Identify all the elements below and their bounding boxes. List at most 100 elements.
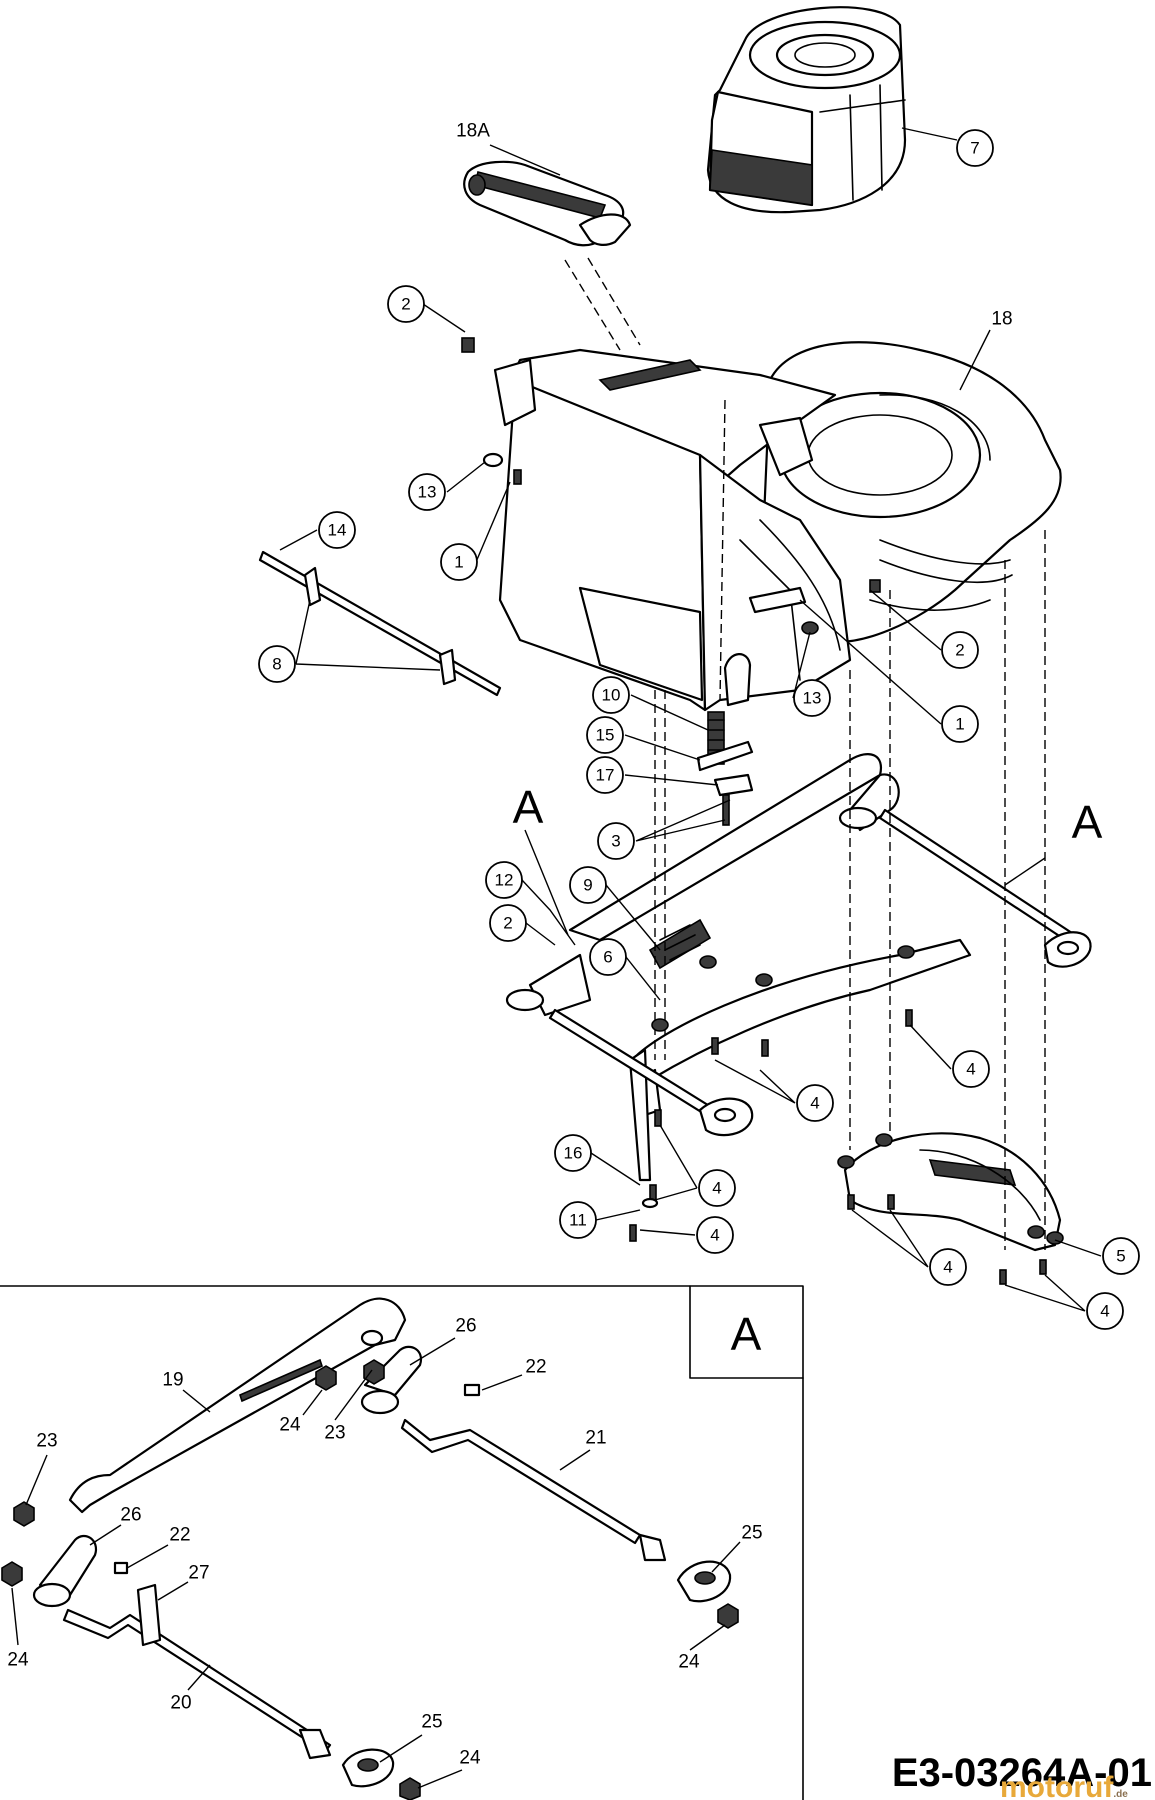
callout-number: 14: [328, 521, 347, 540]
callout-number: 4: [712, 1179, 721, 1198]
callout-c4e: 4: [929, 1248, 967, 1286]
callout-circle: [1086, 1292, 1124, 1330]
callout-circle: [586, 756, 624, 794]
label-l25a: 25: [741, 1523, 762, 1544]
callout-circle: [952, 1050, 990, 1088]
callout-c7: 7: [956, 129, 994, 167]
callout-c2a: 2: [387, 285, 425, 323]
callout-number: 1: [454, 553, 463, 572]
section-label-a-right: A: [1072, 796, 1103, 848]
label-l25b: 25: [421, 1712, 442, 1733]
callout-number: 7: [970, 139, 979, 158]
callout-circle: [387, 285, 425, 323]
callout-circle: [941, 631, 979, 669]
callout-number: 13: [803, 689, 822, 708]
callout-circle: [592, 676, 630, 714]
callout-number: 5: [1116, 1247, 1125, 1266]
callout-c17: 17: [586, 756, 624, 794]
callout-number: 4: [810, 1094, 819, 1113]
section-label-a-left: A: [513, 781, 544, 833]
callout-number: 12: [495, 871, 514, 890]
label-l22a: 22: [525, 1357, 546, 1378]
callout-circle: [440, 543, 478, 581]
detail-a-frame: A: [0, 1285, 804, 1800]
part-5-plate: [843, 1132, 1062, 1252]
callout-c2b: 2: [941, 631, 979, 669]
callout-number: 17: [596, 766, 615, 785]
label-l22b: 22: [169, 1525, 190, 1546]
callout-circle: [569, 866, 607, 904]
callout-c4f: 4: [1086, 1292, 1124, 1330]
callout-number: 6: [603, 948, 612, 967]
callout-c4c: 4: [698, 1169, 736, 1207]
callout-circle: [589, 938, 627, 976]
label-l27: 27: [188, 1563, 209, 1584]
callout-c15: 15: [586, 716, 624, 754]
label-l24a: 24: [279, 1415, 301, 1436]
callout-c3: 3: [597, 822, 635, 860]
callout-circle: [485, 861, 523, 899]
callout-circle: [796, 1084, 834, 1122]
label-l23a: 23: [324, 1423, 345, 1444]
callout-number: 8: [272, 655, 281, 674]
part-14-rod: [258, 550, 502, 697]
label-l23b: 23: [36, 1431, 57, 1452]
callout-number: 4: [1100, 1302, 1109, 1321]
watermark-suffix: .de: [1113, 1789, 1128, 1800]
callout-circle: [696, 1216, 734, 1254]
callout-number: 13: [418, 483, 437, 502]
part-18a-grip: [463, 160, 632, 247]
callout-c14: 14: [318, 511, 356, 549]
callout-number: 2: [401, 295, 410, 314]
callout-circle: [586, 716, 624, 754]
detail-a-leaders: [11, 1337, 741, 1789]
callout-c9: 9: [569, 866, 607, 904]
label-l20: 20: [170, 1693, 191, 1714]
callout-circle: [793, 679, 831, 717]
callout-circle: [929, 1248, 967, 1286]
callout-circle: [956, 129, 994, 167]
callout-number: 2: [503, 914, 512, 933]
watermark-logo: motoruf.de: [1000, 1771, 1128, 1800]
label-l18a: 18A: [456, 121, 490, 142]
callout-c2c: 2: [489, 904, 527, 942]
callout-number: 16: [564, 1144, 583, 1163]
label-l19: 19: [162, 1370, 183, 1391]
callout-circle: [318, 511, 356, 549]
callout-circle: [1102, 1237, 1140, 1275]
label-l21: 21: [585, 1428, 606, 1449]
callout-number: 3: [611, 832, 620, 851]
leader-lines: [279, 127, 1102, 1312]
callout-circle: [408, 473, 446, 511]
detail-a-parts: [1, 1297, 739, 1800]
callout-c1b: 1: [941, 705, 979, 743]
callout-c4a: 4: [952, 1050, 990, 1088]
callout-c16: 16: [554, 1134, 592, 1172]
callout-number: 4: [943, 1258, 952, 1277]
part-18-housing: [493, 341, 1062, 712]
callout-circle: [597, 822, 635, 860]
callout-circle: [554, 1134, 592, 1172]
callout-number: 4: [966, 1060, 975, 1079]
callout-c6: 6: [589, 938, 627, 976]
callout-circle: [698, 1169, 736, 1207]
axle-a: [548, 808, 1092, 1137]
callout-circle: [559, 1201, 597, 1239]
callout-c13a: 13: [408, 473, 446, 511]
label-l24c: 24: [678, 1652, 700, 1673]
watermark-main: motoruf: [1000, 1771, 1114, 1800]
callout-c12: 12: [485, 861, 523, 899]
label-l24b: 24: [7, 1650, 29, 1671]
callout-number: 15: [596, 726, 615, 745]
label-l18: 18: [991, 309, 1012, 330]
callout-number: 9: [583, 876, 592, 895]
callout-number: 1: [955, 715, 964, 734]
callout-c8: 8: [258, 645, 296, 683]
label-l26b: 26: [120, 1505, 141, 1526]
label-l26a: 26: [455, 1316, 476, 1337]
callout-number: 2: [955, 641, 964, 660]
detail-a-label: A: [731, 1308, 762, 1360]
